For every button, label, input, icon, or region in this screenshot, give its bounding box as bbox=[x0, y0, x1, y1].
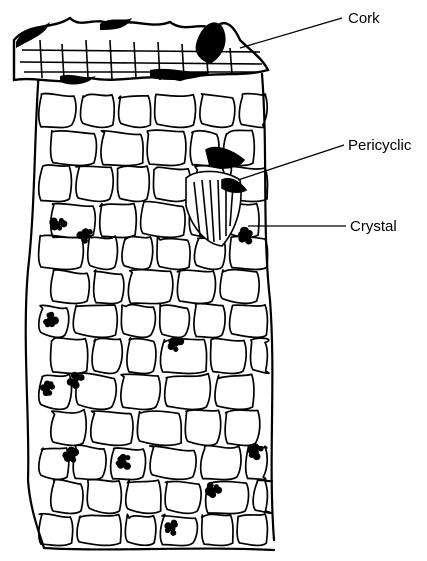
cell-wall bbox=[121, 374, 160, 409]
cell-wall bbox=[155, 94, 196, 127]
pericyclic-label: Pericyclic bbox=[348, 137, 412, 154]
crystal-druse bbox=[164, 520, 178, 536]
cell-wall bbox=[230, 305, 268, 338]
cell-wall bbox=[121, 305, 155, 338]
leader-lines bbox=[238, 18, 346, 226]
cell-wall bbox=[147, 130, 186, 165]
cell-wall bbox=[39, 165, 72, 202]
cell-wall bbox=[153, 167, 190, 201]
cork-leader-line bbox=[240, 18, 342, 48]
crystal-druse bbox=[43, 312, 59, 327]
cell-wall bbox=[51, 338, 88, 374]
cell-wall bbox=[94, 270, 124, 304]
cell-wall bbox=[91, 411, 133, 445]
cell-wall bbox=[101, 131, 143, 166]
cell-wall bbox=[251, 338, 270, 373]
cell-wall bbox=[220, 270, 259, 304]
cell-wall bbox=[127, 338, 156, 374]
cell-wall bbox=[253, 480, 272, 513]
cell-wall bbox=[141, 202, 186, 238]
cell-wall bbox=[202, 514, 233, 545]
cell-wall bbox=[51, 270, 90, 304]
cell-wall bbox=[165, 374, 211, 410]
cork-label: Cork bbox=[348, 10, 380, 27]
crystal-druse bbox=[168, 337, 185, 352]
cell-wall bbox=[39, 514, 73, 546]
cell-wall bbox=[160, 339, 206, 374]
cell-wall bbox=[237, 514, 267, 546]
cell-wall bbox=[125, 514, 155, 545]
cell-wall bbox=[160, 304, 190, 337]
cell-wall bbox=[117, 166, 149, 201]
cell-wall bbox=[119, 96, 151, 128]
crystal-druse bbox=[49, 218, 67, 231]
cell-wall bbox=[88, 236, 118, 270]
cell-wall bbox=[39, 94, 76, 128]
pericyclic-fibre-group bbox=[186, 148, 246, 246]
cell-wall bbox=[137, 411, 181, 445]
cork-layer bbox=[14, 18, 268, 84]
cell-wall bbox=[211, 338, 247, 373]
cell-wall bbox=[87, 479, 121, 513]
cell-wall bbox=[81, 94, 115, 127]
cell-wall bbox=[177, 270, 215, 303]
cell-wall bbox=[73, 305, 117, 337]
cell-wall bbox=[126, 480, 161, 514]
cell-wall bbox=[157, 237, 190, 270]
cell-wall bbox=[39, 235, 84, 269]
cell-wall bbox=[225, 410, 260, 445]
crystal-druse bbox=[238, 227, 253, 245]
cell-wall bbox=[76, 166, 113, 201]
cell-wall bbox=[194, 304, 225, 338]
crystal-druse bbox=[205, 482, 222, 498]
cell-wall bbox=[215, 374, 254, 409]
crystal-druse bbox=[116, 454, 131, 470]
crystal-label: Crystal bbox=[350, 218, 397, 235]
cell-wall bbox=[200, 94, 235, 128]
cell-wall bbox=[165, 481, 201, 513]
cell-wall bbox=[150, 446, 196, 479]
cell-wall bbox=[77, 514, 121, 545]
cell-wall bbox=[201, 446, 241, 480]
cell-wall bbox=[51, 131, 97, 166]
cell-wall bbox=[122, 237, 153, 270]
cell-wall bbox=[100, 203, 137, 237]
cell-wall bbox=[128, 270, 172, 304]
cell-wall bbox=[185, 410, 220, 445]
crystal-druse bbox=[62, 447, 79, 463]
cell-wall bbox=[51, 410, 86, 446]
crystal-druse bbox=[40, 381, 55, 397]
crystal-druse bbox=[247, 444, 263, 461]
cell-wall bbox=[92, 338, 122, 373]
cell-wall bbox=[51, 480, 83, 514]
